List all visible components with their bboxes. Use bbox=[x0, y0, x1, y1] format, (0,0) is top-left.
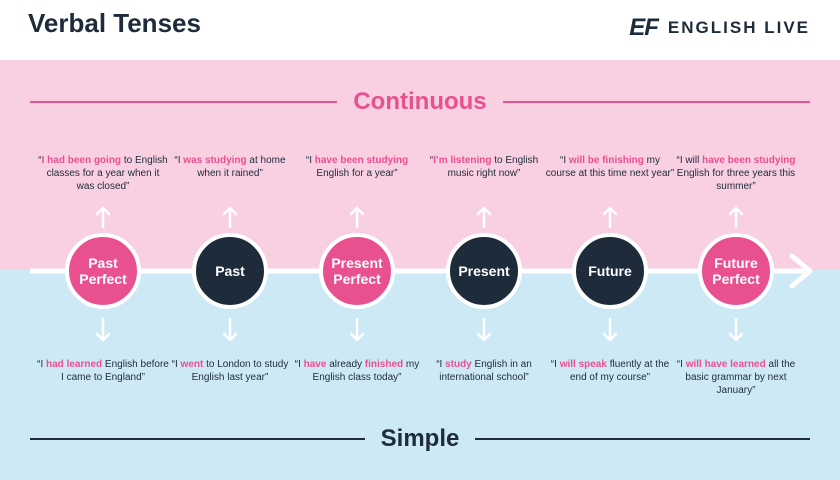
simple-band bbox=[0, 270, 840, 480]
verb-highlight: was studying bbox=[183, 155, 247, 166]
verb-highlight: I had been going bbox=[41, 155, 122, 166]
page-title: Verbal Tenses bbox=[28, 8, 201, 38]
example-text: “I bbox=[294, 359, 304, 370]
continuous-example: “I will have been studying English for t… bbox=[670, 154, 802, 193]
ef-logo: EF bbox=[629, 14, 659, 41]
simple-example: “I will speak fluently at the end of my … bbox=[544, 358, 676, 384]
continuous-heading: Continuous bbox=[0, 88, 840, 116]
example-text: English in an international school” bbox=[439, 359, 532, 383]
example-text: “I bbox=[550, 359, 560, 370]
tense-node: Past Perfect bbox=[65, 233, 141, 309]
simple-example: “I will have learned all the basic gramm… bbox=[670, 358, 802, 397]
simple-example: “I have already finished my English clas… bbox=[291, 358, 423, 384]
example-text: “ bbox=[38, 155, 42, 166]
verb-highlight: had learned bbox=[46, 359, 103, 370]
verb-highlight: will have learned bbox=[685, 359, 766, 370]
example-text: at home when it rained” bbox=[197, 155, 286, 179]
example-text: “I bbox=[305, 155, 315, 166]
simple-heading: Simple bbox=[0, 425, 840, 453]
brand: EF ENGLISH LIVE bbox=[629, 14, 810, 42]
verb-highlight: will be finishing bbox=[568, 155, 644, 166]
verb-highlight: I’m listening bbox=[433, 155, 492, 166]
tense-node: Future Perfect bbox=[698, 233, 774, 309]
verb-highlight: finished bbox=[364, 359, 404, 370]
verb-highlight: have been studying bbox=[314, 155, 409, 166]
continuous-example: “I had been going to English classes for… bbox=[37, 154, 169, 193]
example-text: “I bbox=[174, 155, 184, 166]
verb-highlight: have been studying bbox=[702, 155, 796, 166]
example-text: English for three years this summer” bbox=[676, 168, 796, 192]
example-text: fluently at the end of my course” bbox=[569, 359, 670, 383]
tense-node: Past bbox=[192, 233, 268, 309]
example-text: to London to study English last year” bbox=[191, 359, 289, 383]
example-text: English for a year” bbox=[316, 168, 398, 179]
example-text: “I bbox=[436, 359, 446, 370]
continuous-example: “I have been studying English for a year… bbox=[291, 154, 423, 180]
example-text: to English music right now” bbox=[447, 155, 539, 179]
tense-node: Future bbox=[572, 233, 648, 309]
continuous-example: “I will be finishing my course at this t… bbox=[544, 154, 676, 180]
example-text: my English class today” bbox=[312, 359, 420, 383]
tense-node: Present Perfect bbox=[319, 233, 395, 309]
simple-rule-left bbox=[30, 438, 365, 440]
example-text: all the basic grammar by next January” bbox=[685, 359, 796, 396]
verb-highlight: study bbox=[445, 359, 472, 370]
example-text: “I bbox=[560, 155, 569, 166]
example-text: “I bbox=[37, 359, 47, 370]
continuous-example: “I was studying at home when it rained” bbox=[164, 154, 296, 180]
continuous-label: Continuous bbox=[353, 88, 487, 115]
example-text: already bbox=[326, 359, 365, 370]
verb-highlight: have bbox=[303, 359, 327, 370]
continuous-band bbox=[0, 60, 840, 270]
continuous-example: “I’m listening to English music right no… bbox=[418, 154, 550, 180]
brand-name: ENGLISH LIVE bbox=[667, 18, 810, 37]
simple-example: “I study English in an international sch… bbox=[418, 358, 550, 384]
verb-highlight: went bbox=[180, 359, 204, 370]
example-text: English before I came to England” bbox=[61, 359, 169, 383]
tense-node: Present bbox=[446, 233, 522, 309]
continuous-rule-right bbox=[502, 101, 810, 103]
continuous-rule-left bbox=[30, 101, 338, 103]
simple-example: “I went to London to study English last … bbox=[164, 358, 296, 384]
example-text: to English classes for a year when it wa… bbox=[46, 155, 168, 192]
simple-rule-right bbox=[475, 438, 811, 440]
simple-label: Simple bbox=[380, 425, 460, 452]
example-text: “I will bbox=[676, 155, 703, 166]
example-text: “I bbox=[676, 359, 686, 370]
example-text: “I bbox=[171, 359, 181, 370]
example-text: “ bbox=[429, 155, 434, 166]
example-text: my course at this time next year” bbox=[545, 155, 675, 179]
verb-highlight: will speak bbox=[559, 359, 607, 370]
header: Verbal Tenses EF ENGLISH LIVE bbox=[0, 0, 840, 60]
simple-example: “I had learned English before I came to … bbox=[37, 358, 169, 384]
